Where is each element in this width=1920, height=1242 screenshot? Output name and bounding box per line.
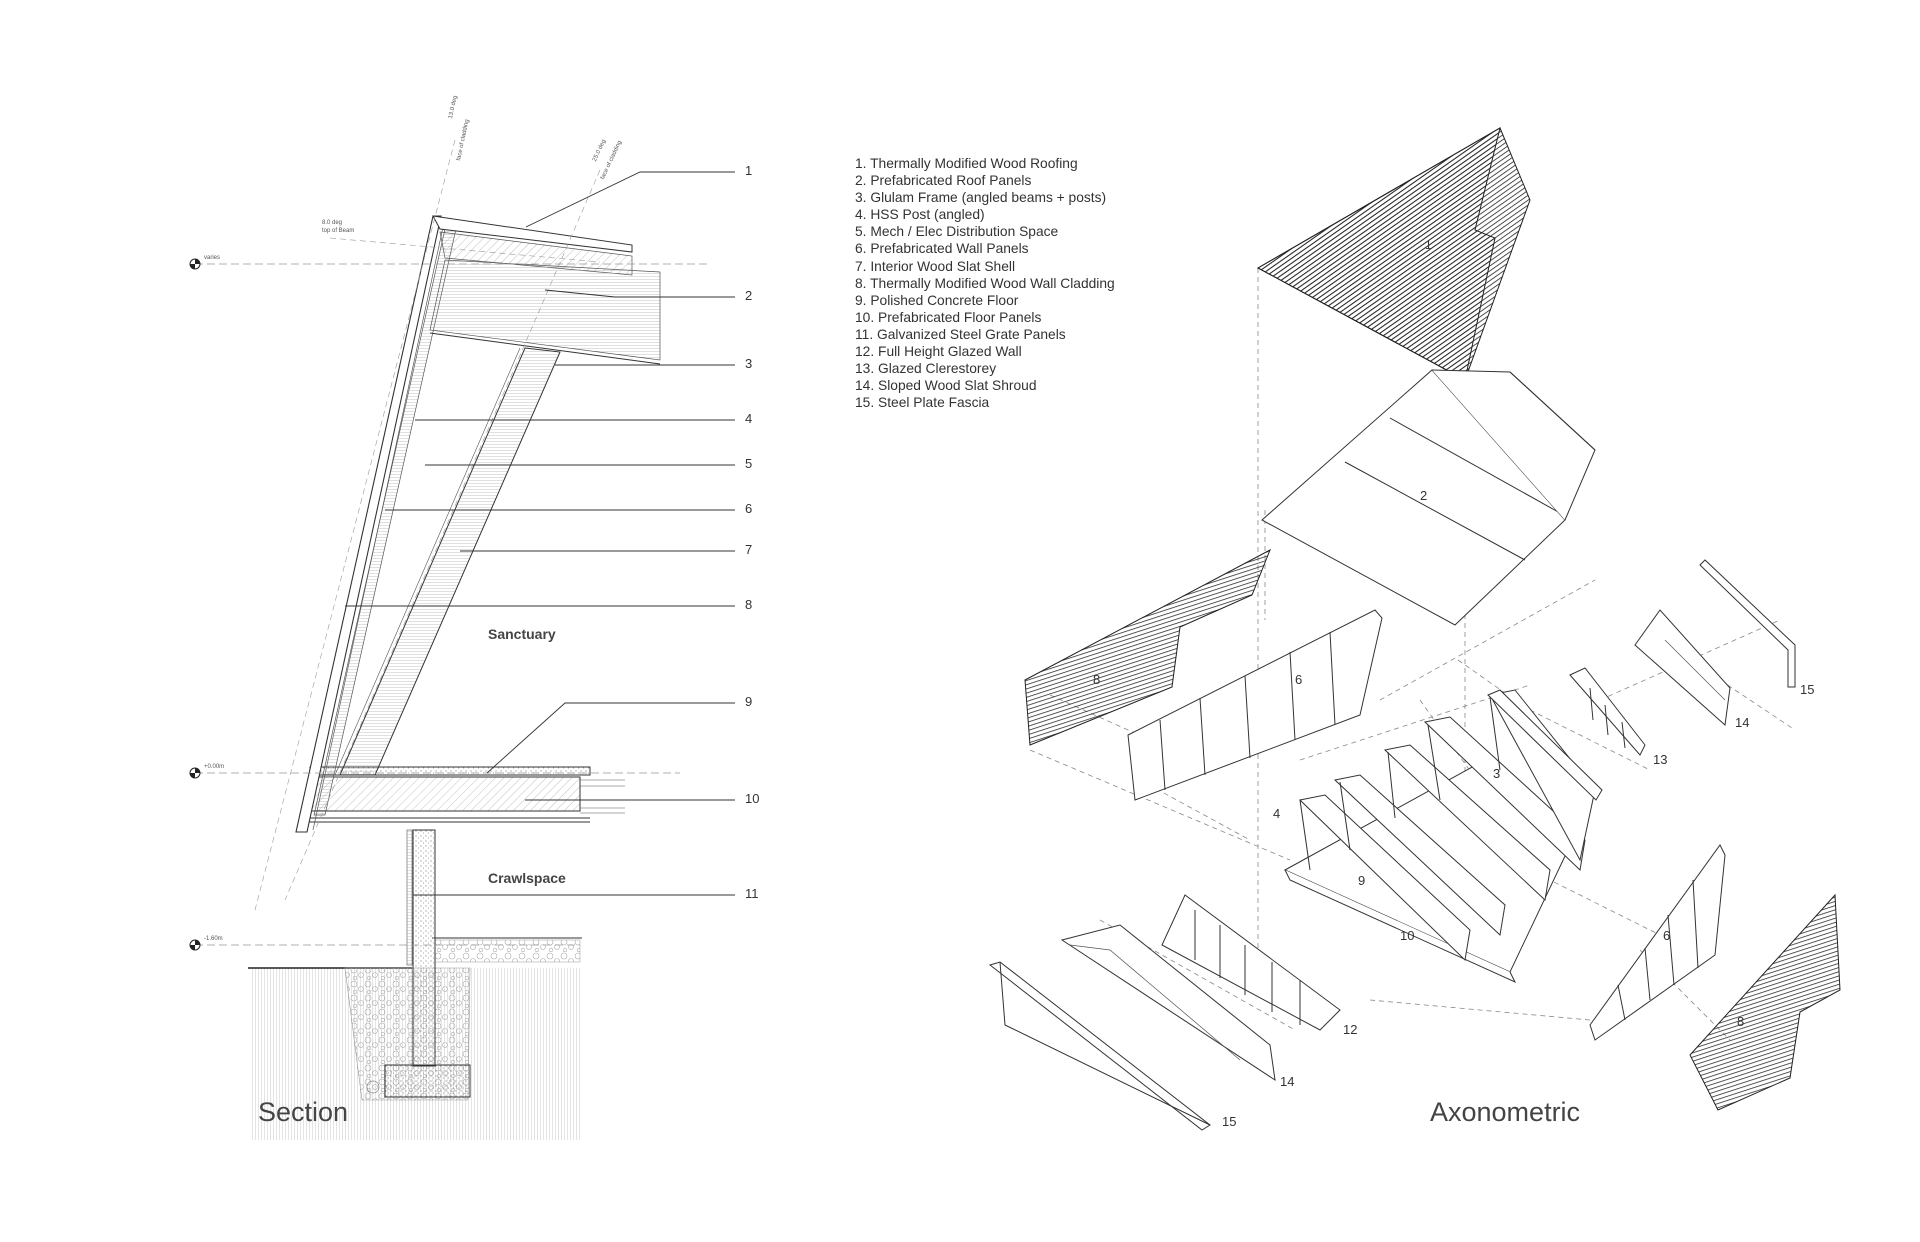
foundation-wall xyxy=(412,829,436,1067)
footing xyxy=(384,1064,471,1098)
axo-label-shroud-front: 14 xyxy=(1280,1074,1295,1089)
axo-shroud-back xyxy=(1634,609,1731,726)
legend-item: 10. Prefabricated Floor Panels xyxy=(855,309,1042,325)
leader-lines xyxy=(345,171,735,896)
mech-space xyxy=(429,259,661,361)
section-callout-7: 7 xyxy=(745,542,753,557)
legend-item: 14. Sloped Wood Slat Shroud xyxy=(855,378,1037,394)
axo-label-cladding-right: 8 xyxy=(1737,1014,1745,1029)
legend-item: 15. Steel Plate Fascia xyxy=(855,395,990,411)
slab-fill xyxy=(434,939,581,963)
legend-item: 12. Full Height Glazed Wall xyxy=(855,344,1022,360)
legend-item: 13. Glazed Clerestorey xyxy=(855,361,997,377)
outer-wall xyxy=(295,215,442,833)
axo-label-wall-panels-right: 6 xyxy=(1663,928,1671,943)
legend-item: 9. Polished Concrete Floor xyxy=(855,292,1019,308)
axonometric-drawing xyxy=(988,126,1841,1131)
axo-label-shroud-back: 14 xyxy=(1735,715,1750,730)
axo-cladding-right xyxy=(1689,893,1841,1111)
axo-roof-panels xyxy=(1261,369,1596,626)
axonometric-title: Axonometric xyxy=(1430,1097,1581,1127)
level-marker-ground xyxy=(189,939,201,951)
section-callout-9: 9 xyxy=(745,694,753,709)
legend-item: 3. Glulam Frame (angled beams + posts) xyxy=(855,190,1107,206)
axo-label-fascia-front: 15 xyxy=(1222,1114,1237,1129)
axo-wall-panels-right xyxy=(1589,844,1726,1041)
level-marker-floor xyxy=(189,767,201,779)
axo-clerestorey xyxy=(1569,667,1646,756)
axo-label-cladding-left: 8 xyxy=(1093,672,1101,687)
level-label-floor: +0.00m xyxy=(204,764,225,770)
section-callout-6: 6 xyxy=(745,501,753,516)
axo-label-clerestorey: 13 xyxy=(1653,752,1668,767)
room-label-crawlspace: Crawlspace xyxy=(488,870,566,886)
section-callout-5: 5 xyxy=(745,456,753,471)
section-title: Section xyxy=(258,1097,349,1127)
axo-label-post: 4 xyxy=(1273,806,1281,821)
roof-assembly xyxy=(432,215,633,253)
axo-label-roof-panels: 2 xyxy=(1420,488,1428,503)
angle-label-3: 8.0 deg xyxy=(322,220,343,226)
legend-item: 8. Thermally Modified Wood Wall Cladding xyxy=(855,275,1115,291)
section-callout-8: 8 xyxy=(745,597,753,612)
axo-glazed-wall xyxy=(1161,894,1341,1031)
floor-panel xyxy=(309,776,581,812)
legend-item: 2. Prefabricated Roof Panels xyxy=(855,173,1032,189)
axo-cladding-left xyxy=(1024,548,1271,746)
section-drawing xyxy=(189,139,735,1140)
axo-label-wall-panels-left: 6 xyxy=(1295,672,1303,687)
angle-label-3b: top of Beam xyxy=(322,228,355,234)
level-marker-top xyxy=(189,258,201,270)
legend-item: 5. Mech / Elec Distribution Space xyxy=(855,224,1059,240)
section-callout-3: 3 xyxy=(745,356,753,371)
axo-label-roofing: 1 xyxy=(1425,238,1432,252)
level-label-top: varies xyxy=(204,255,221,261)
section-callout-2: 2 xyxy=(745,288,753,303)
section-callout-10: 10 xyxy=(745,791,760,806)
component-legend: 1. Thermally Modified Wood Roofing 2. Pr… xyxy=(855,155,1115,411)
axo-label-fascia-back: 15 xyxy=(1800,682,1815,697)
axo-fascia-back xyxy=(1699,559,1796,688)
axo-label-floor: 9 xyxy=(1358,873,1366,888)
level-label-ground: -1.60m xyxy=(204,936,223,942)
section-callout-1: 1 xyxy=(745,163,753,178)
legend-item: 4. HSS Post (angled) xyxy=(855,207,985,223)
axo-label-frame: 3 xyxy=(1493,766,1501,781)
axo-shroud-front xyxy=(1060,924,1276,1082)
legend-item: 7. Interior Wood Slat Shell xyxy=(855,258,1016,274)
section-callout-11: 11 xyxy=(745,886,759,901)
section-callout-4: 4 xyxy=(745,411,753,426)
axo-frame-floor xyxy=(1283,689,1603,984)
room-label-sanctuary: Sanctuary xyxy=(488,626,556,642)
legend-item: 1. Thermally Modified Wood Roofing xyxy=(855,156,1078,171)
glulam-frame xyxy=(339,347,561,776)
axo-label-floor-panels: 10 xyxy=(1400,928,1415,943)
axo-wall-panels-left xyxy=(1127,609,1383,801)
legend-item: 11. Galvanized Steel Grate Panels xyxy=(855,326,1066,342)
legend-item: 6. Prefabricated Wall Panels xyxy=(855,241,1029,257)
axo-label-glazed-wall: 12 xyxy=(1343,1022,1358,1037)
